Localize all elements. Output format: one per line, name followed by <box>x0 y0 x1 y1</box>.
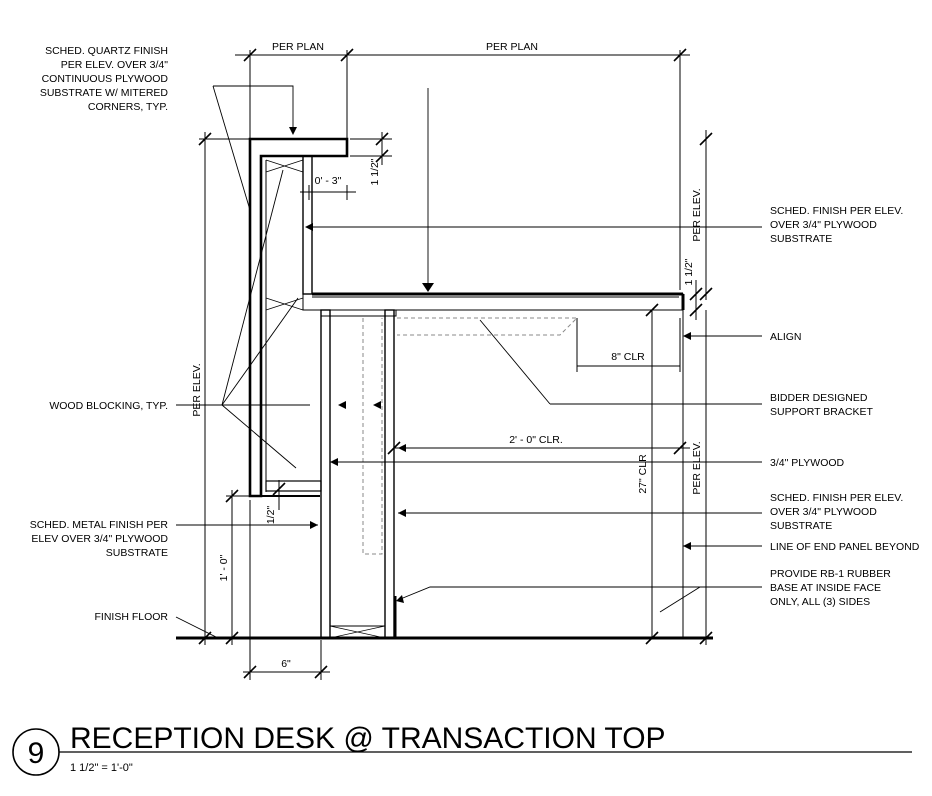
note-plywood: 3/4" PLYWOOD <box>770 457 845 469</box>
drawing-title: RECEPTION DESK @ TRANSACTION TOP <box>70 722 666 755</box>
dim-half-inch: 1/2" <box>265 506 277 525</box>
drawing-scale: 1 1/2" = 1'-0" <box>70 762 133 774</box>
dim-six-in: 6" <box>281 658 291 670</box>
note-end-panel: LINE OF END PANEL BEYOND <box>770 541 920 553</box>
note-support-bracket: BIDDER DESIGNED SUPPORT BRACKET <box>770 392 873 418</box>
support-bracket <box>362 317 579 555</box>
leader-arrows <box>289 127 691 603</box>
svg-text:CONTINUOUS PLYWOOD: CONTINUOUS PLYWOOD <box>42 73 169 85</box>
desk-section <box>248 137 685 639</box>
svg-text:SCHED. FINISH PER ELEV.: SCHED. FINISH PER ELEV. <box>770 492 903 504</box>
svg-text:PER ELEV. OVER 3/4": PER ELEV. OVER 3/4" <box>61 59 168 71</box>
dim-per-elev-left: PER ELEV. <box>191 363 203 416</box>
dim-clr-2ft: 2' - 0" CLR. <box>509 434 563 446</box>
svg-text:OVER 3/4" PLYWOOD: OVER 3/4" PLYWOOD <box>770 219 877 231</box>
dim-clr-8in: 8" CLR <box>611 351 645 363</box>
note-quartz: SCHED. QUARTZ FINISH PER ELEV. OVER 3/4"… <box>40 45 169 113</box>
note-align: ALIGN <box>770 331 802 343</box>
svg-text:SUBSTRATE W/ MITERED: SUBSTRATE W/ MITERED <box>40 87 169 99</box>
note-wood-blocking: WOOD BLOCKING, TYP. <box>49 400 168 412</box>
note-finish-floor: FINISH FLOOR <box>94 611 168 623</box>
svg-text:SUBSTRATE: SUBSTRATE <box>770 233 832 245</box>
svg-text:CORNERS, TYP.: CORNERS, TYP. <box>88 101 168 113</box>
leader-lines <box>175 85 762 639</box>
dim-one-foot: 1' - 0" <box>218 554 230 581</box>
note-rubber-base: PROVIDE RB-1 RUBBER BASE AT INSIDE FACE … <box>770 568 891 608</box>
svg-text:SCHED. FINISH PER ELEV.: SCHED. FINISH PER ELEV. <box>770 205 903 217</box>
note-finish-lower: SCHED. FINISH PER ELEV. OVER 3/4" PLYWOO… <box>770 492 903 532</box>
dim-clr-27in: 27" CLR <box>637 454 649 494</box>
lower-panel-right <box>384 309 395 639</box>
svg-text:BASE AT INSIDE FACE: BASE AT INSIDE FACE <box>770 582 881 594</box>
svg-text:BIDDER DESIGNED: BIDDER DESIGNED <box>770 392 868 404</box>
svg-text:SUBSTRATE: SUBSTRATE <box>106 547 168 559</box>
svg-text:SUPPORT BRACKET: SUPPORT BRACKET <box>770 406 873 418</box>
transaction-top-cap <box>248 137 349 498</box>
svg-text:SCHED. QUARTZ FINISH: SCHED. QUARTZ FINISH <box>45 45 168 57</box>
counter-top <box>302 293 684 311</box>
dim-per-plan-right: PER PLAN <box>486 41 538 53</box>
dim-reveal-3in: 0' - 3" <box>315 175 342 187</box>
title-block: 9 RECEPTION DESK @ TRANSACTION TOP 1 1/2… <box>12 722 912 776</box>
svg-text:PROVIDE RB-1 RUBBER: PROVIDE RB-1 RUBBER <box>770 568 891 580</box>
svg-text:SCHED. METAL FINISH PER: SCHED. METAL FINISH PER <box>30 519 169 531</box>
svg-text:ONLY, ALL (3) SIDES: ONLY, ALL (3) SIDES <box>770 596 870 608</box>
detail-number: 9 <box>28 737 45 770</box>
dim-thick-top: 1 1/2" <box>369 158 381 185</box>
dim-per-elev-right-lower: PER ELEV. <box>691 441 703 494</box>
dim-thick-counter: 1 1/2" <box>683 258 695 285</box>
lower-panel-left <box>320 309 331 639</box>
dim-per-elev-right-upper: PER ELEV. <box>691 188 703 241</box>
dimension-lines <box>198 48 713 680</box>
dim-per-plan-left: PER PLAN <box>272 41 324 53</box>
note-metal-finish: SCHED. METAL FINISH PER ELEV OVER 3/4" P… <box>30 519 169 559</box>
svg-text:ELEV OVER 3/4" PLYWOOD: ELEV OVER 3/4" PLYWOOD <box>31 533 168 545</box>
svg-text:OVER 3/4" PLYWOOD: OVER 3/4" PLYWOOD <box>770 506 877 518</box>
note-finish-upper: SCHED. FINISH PER ELEV. OVER 3/4" PLYWOO… <box>770 205 903 245</box>
svg-text:SUBSTRATE: SUBSTRATE <box>770 520 832 532</box>
